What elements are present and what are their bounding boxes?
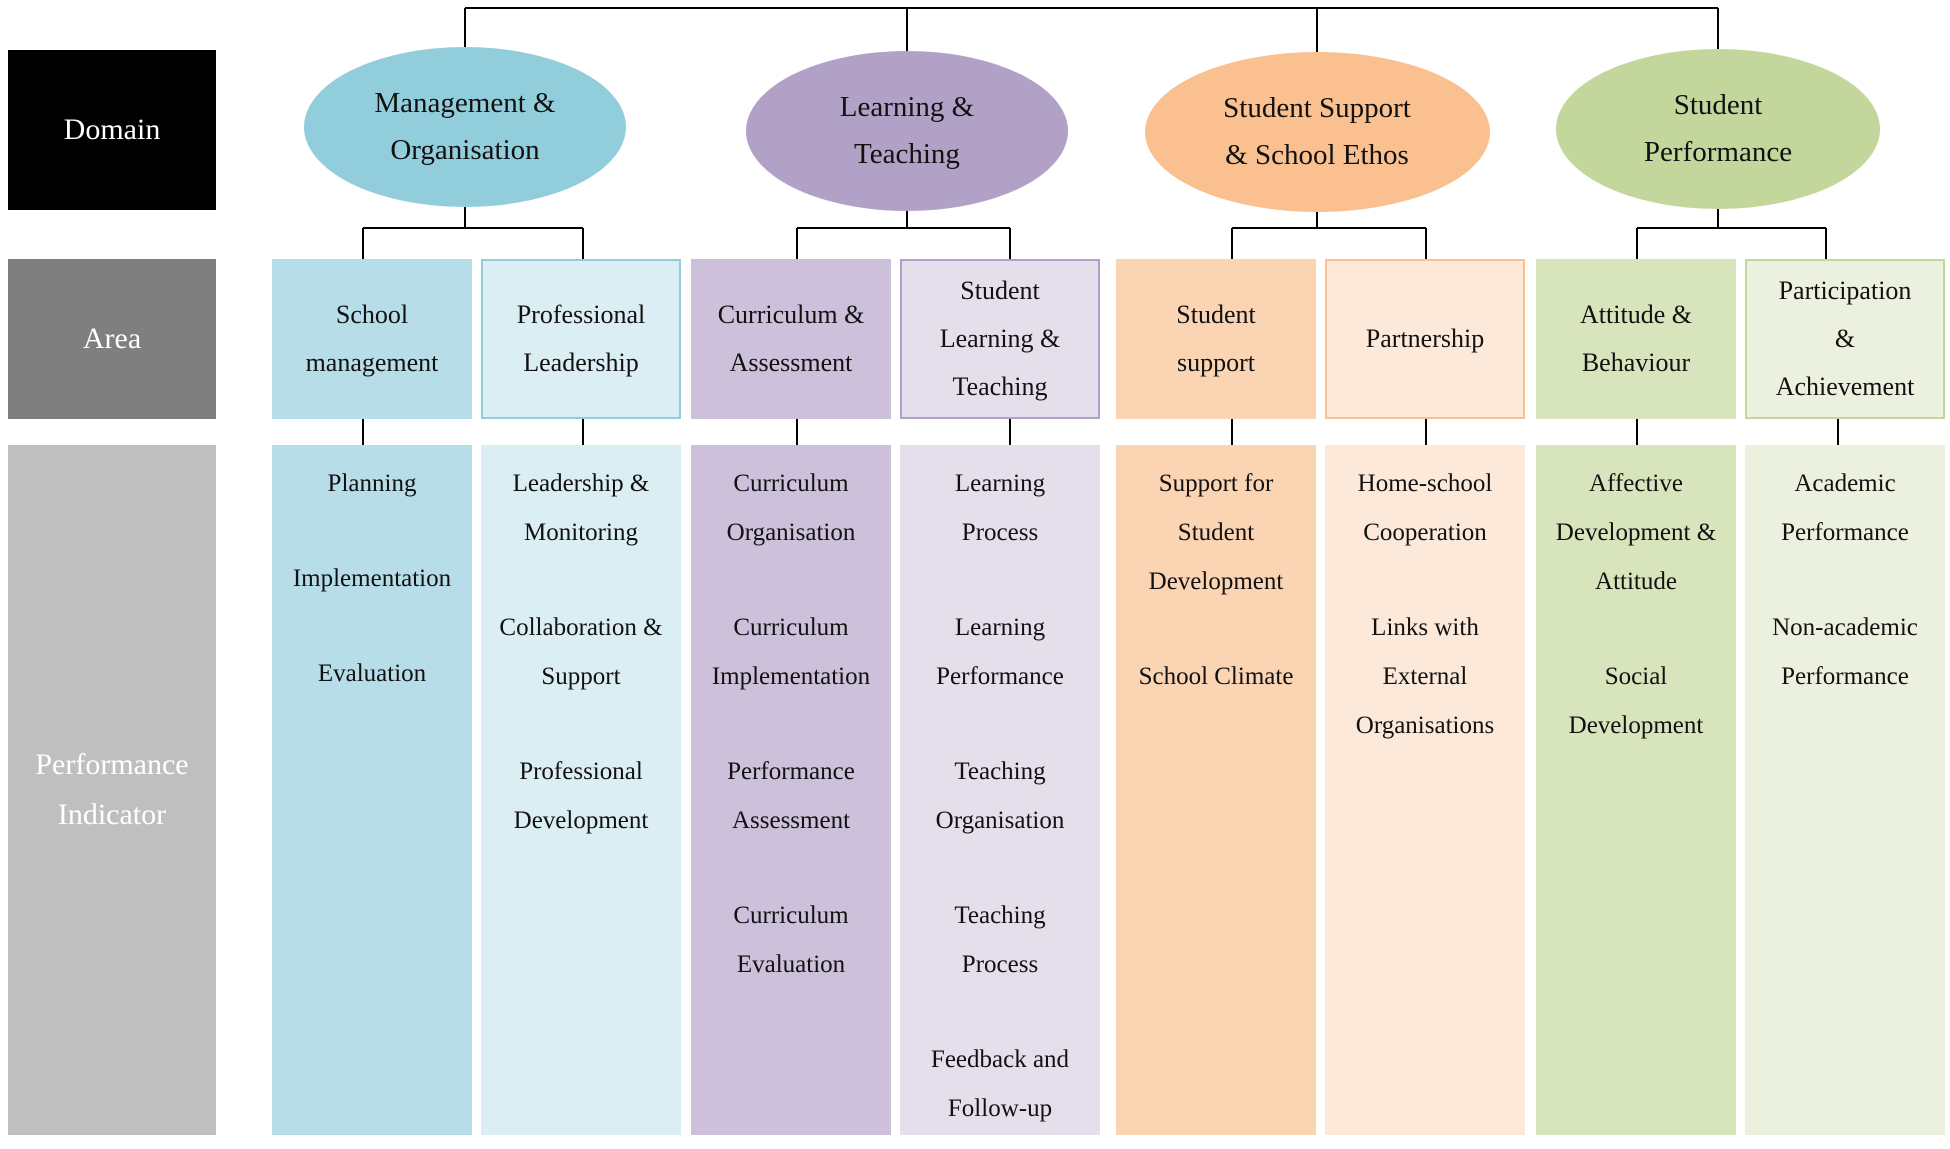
- performance-indicator: Evaluation: [317, 660, 427, 687]
- performance-indicator: Performance Assessment: [727, 758, 855, 834]
- domain-ellipse: Learning & Teaching: [746, 51, 1068, 211]
- performance-indicator: Learning Process: [954, 470, 1046, 546]
- performance-indicator: Home-school Cooperation: [1357, 470, 1493, 546]
- area-name: Student Learning & Teaching: [939, 276, 1061, 401]
- domain-ellipse: Management & Organisation: [304, 47, 626, 207]
- performance-indicator: Links with External Organisations: [1355, 614, 1495, 739]
- area-name: Partnership: [1365, 324, 1485, 353]
- area-name: Attitude & Behaviour: [1580, 300, 1692, 377]
- domain-ellipse: Student Performance: [1556, 49, 1880, 209]
- performance-indicator: Teaching Organisation: [935, 758, 1065, 834]
- area-name: Professional Leadership: [516, 300, 646, 377]
- performance-indicator: Non-academic Performance: [1772, 614, 1918, 690]
- performance-indicator: Learning Performance: [936, 614, 1064, 690]
- performance-indicator: Planning: [327, 470, 417, 497]
- performance-indicator: Academic Performance: [1781, 470, 1909, 546]
- performance-indicator: School Climate: [1138, 663, 1294, 690]
- area-box: Curriculum & Assessment: [691, 259, 891, 419]
- performance-indicator: Professional Development: [513, 758, 649, 834]
- area-box: Student support: [1116, 259, 1316, 419]
- domain-ellipse: Student Support & School Ethos: [1144, 52, 1490, 212]
- area-name: Participation & Achievement: [1775, 276, 1915, 401]
- indicator-row-label-text: Performance Indicator: [35, 748, 189, 831]
- performance-indicator: Curriculum Implementation: [711, 614, 871, 690]
- performance-indicator: Curriculum Evaluation: [733, 902, 849, 978]
- domain-name: Student Performance: [1643, 89, 1793, 168]
- performance-indicator: Collaboration & Support: [499, 614, 663, 690]
- performance-indicator: Support for Student Development: [1148, 470, 1284, 595]
- domain-row-label: Domain: [8, 50, 216, 210]
- domain-name: Student Support & School Ethos: [1223, 92, 1411, 171]
- area-box: Professional Leadership: [481, 259, 681, 419]
- performance-indicator: Social Development: [1568, 663, 1704, 739]
- area-box: Student Learning & Teaching: [900, 259, 1100, 419]
- area-name: Curriculum & Assessment: [717, 300, 865, 377]
- domain-name: Learning & Teaching: [839, 91, 975, 170]
- performance-indicator: Leadership & Monitoring: [512, 470, 650, 546]
- area-name: School management: [305, 300, 439, 377]
- domain-row-label-text: Domain: [63, 113, 161, 146]
- area-box: Partnership: [1325, 259, 1525, 419]
- domain-name: Management & Organisation: [374, 87, 556, 166]
- performance-indicator: Implementation: [292, 565, 452, 592]
- area-box: Attitude & Behaviour: [1536, 259, 1736, 419]
- indicator-row-label: Performance Indicator: [8, 445, 216, 1135]
- performance-indicator: Affective Development & Attitude: [1555, 470, 1717, 595]
- area-name: Student support: [1176, 300, 1256, 377]
- performance-indicator: Curriculum Organisation: [726, 470, 856, 546]
- performance-indicator: Teaching Process: [954, 902, 1046, 978]
- area-box: School management: [272, 259, 472, 419]
- area-box: Participation & Achievement: [1745, 259, 1945, 419]
- area-row-label: Area: [8, 259, 216, 419]
- performance-indicator: Feedback and Follow-up: [930, 1046, 1070, 1122]
- area-row-label-text: Area: [82, 322, 142, 355]
